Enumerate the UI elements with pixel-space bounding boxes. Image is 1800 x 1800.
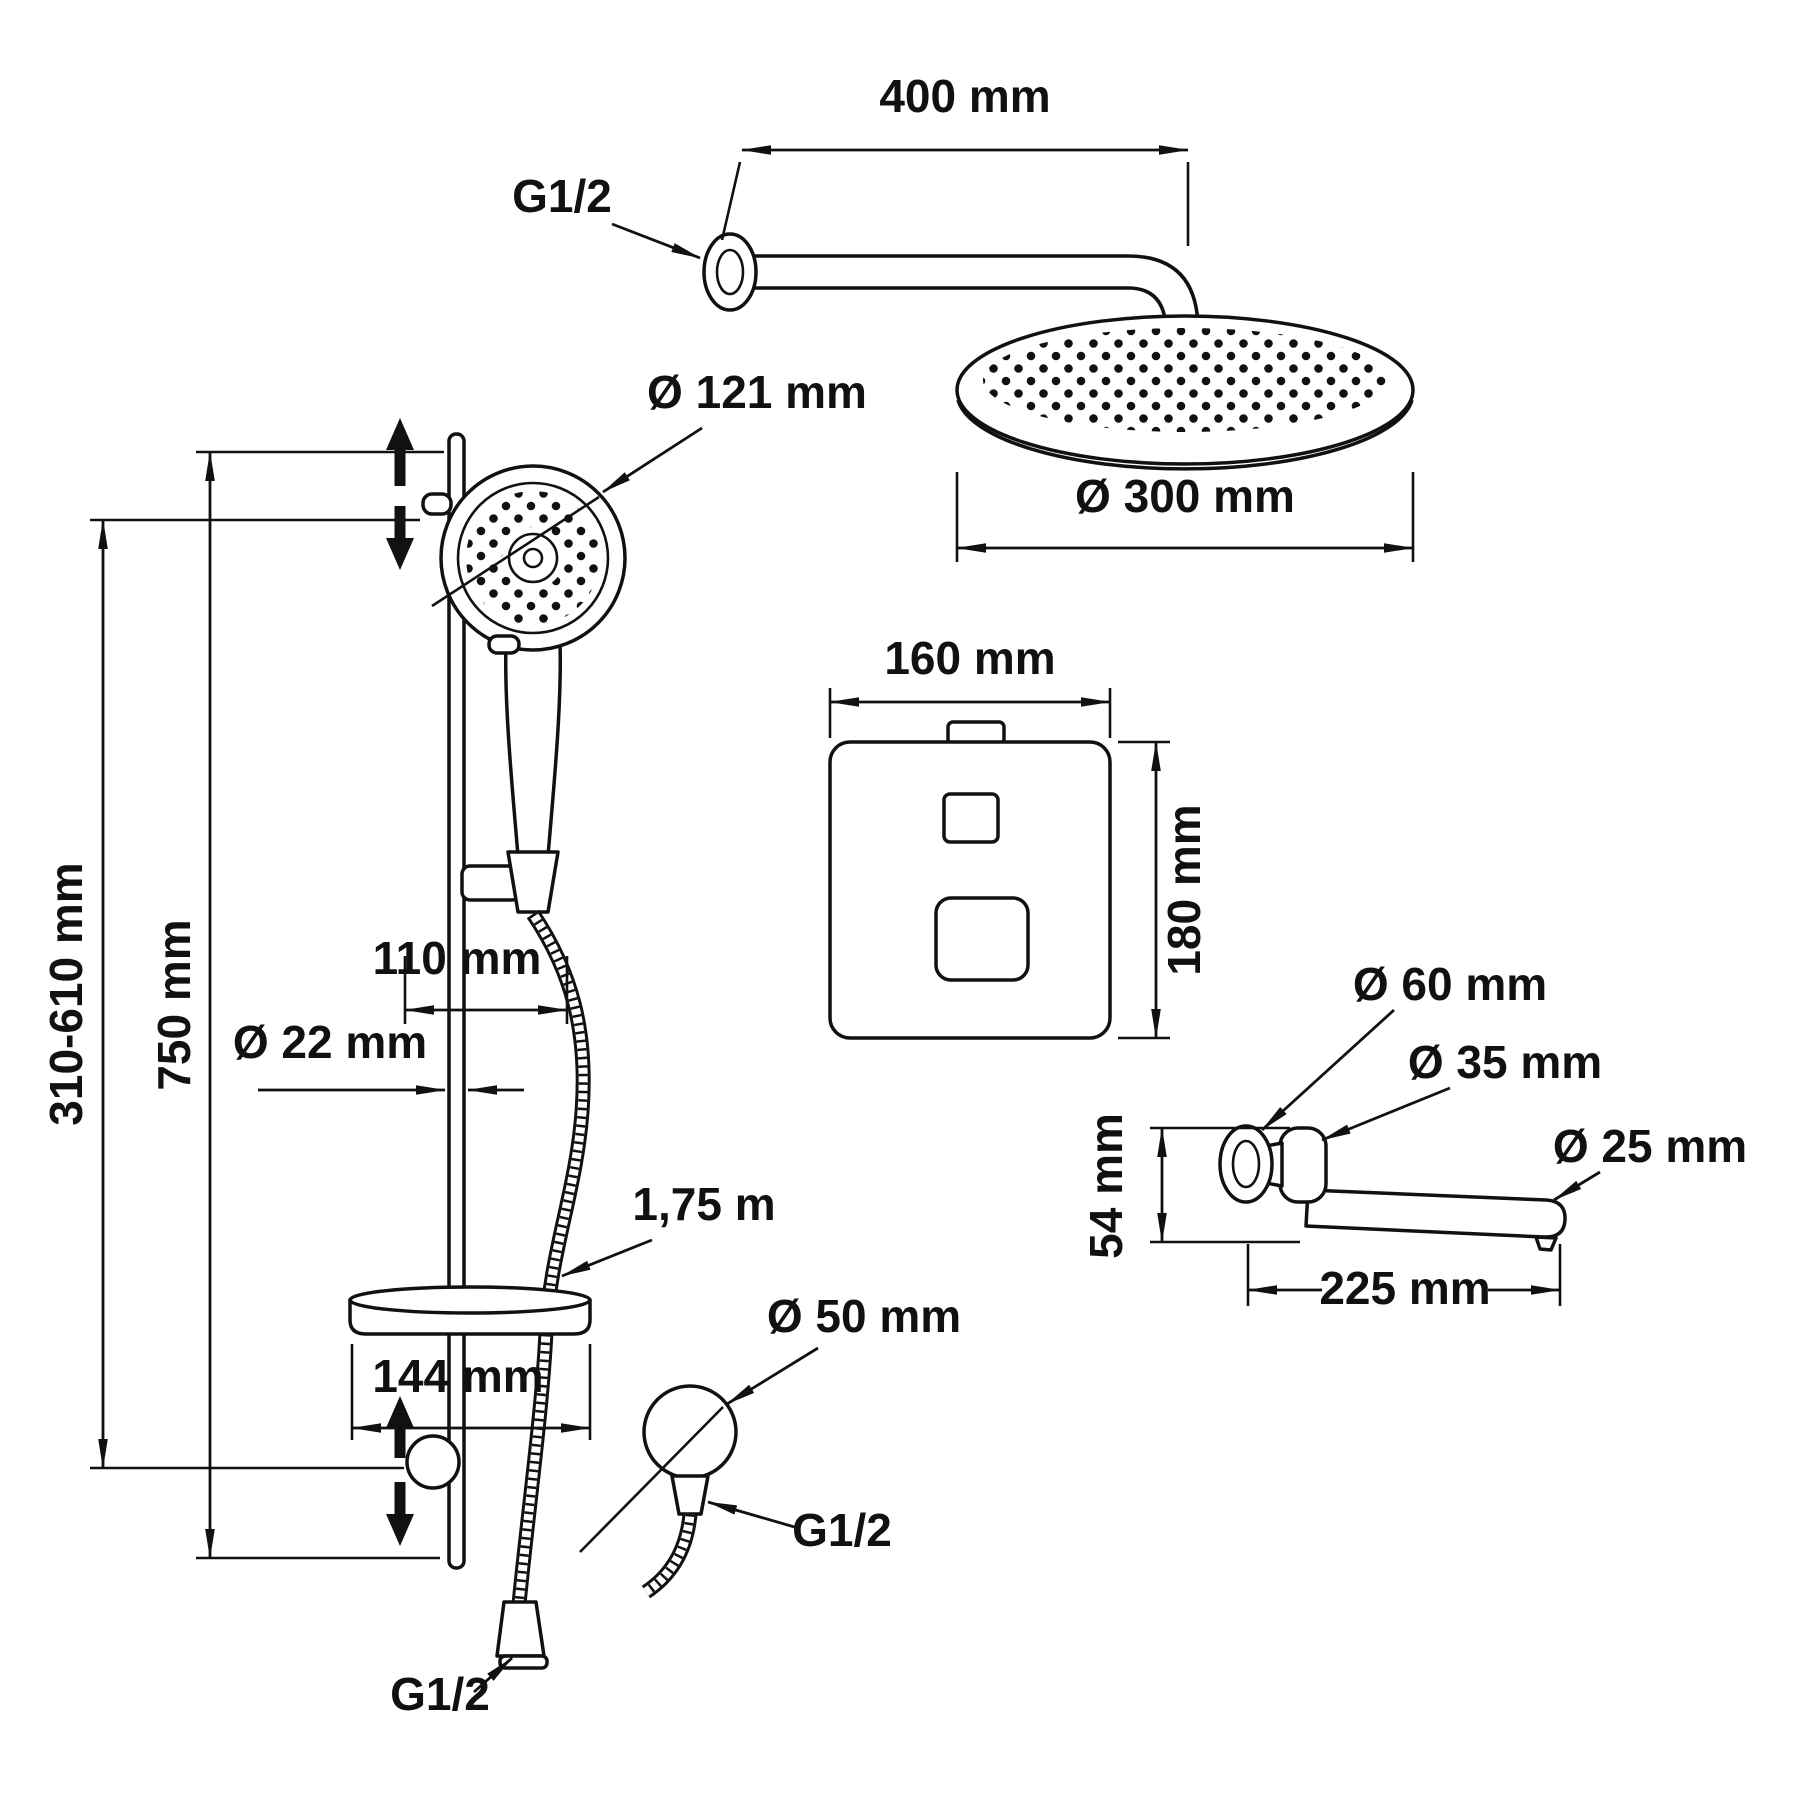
rail-bottom-knob — [405, 1434, 461, 1490]
shower-hose — [514, 911, 588, 1605]
holder-width-dimension: 110 mm — [373, 932, 542, 984]
mixer-plate-assembly: 160 mm 180 mm — [828, 632, 1210, 1040]
spout-tube-diameter-label: Ø 25 mm — [1553, 1120, 1747, 1172]
hose-thread-label: G1/2 — [390, 1668, 490, 1720]
bottom-adjust-arrow-icon — [386, 1396, 414, 1546]
overhead-shower-assembly: G1/2 400 mm Ø 300 mm — [512, 70, 1415, 562]
mixer-plate — [828, 740, 1112, 1040]
holder-cone — [506, 850, 560, 914]
wall-outlet-assembly: Ø 50 mm G1/2 — [579, 1290, 961, 1599]
arm-wall-flange — [702, 232, 758, 312]
outlet-hose — [643, 1513, 695, 1596]
mixer-display-window — [942, 792, 1000, 844]
rain-head-nozzles — [983, 328, 1387, 432]
head-diameter-dimension: Ø 300 mm — [1075, 470, 1295, 522]
hand-shower-dimensions: Ø 121 mm 110 mm Ø 22 mm 1,75 m 144 mm 75… — [40, 366, 867, 1720]
spout-joint — [1278, 1126, 1328, 1204]
outlet-diameter-label: Ø 50 mm — [767, 1290, 961, 1342]
mixer-height-dimension: 180 mm — [1158, 804, 1210, 975]
spout-tube — [1304, 1188, 1567, 1239]
mixer-width-dimension: 160 mm — [884, 632, 1055, 684]
rail-length-dimension: 750 mm — [148, 919, 200, 1090]
spout-tip — [1534, 1235, 1558, 1252]
spout-assembly: Ø 60 mm Ø 35 mm Ø 25 mm 54 mm 225 mm — [1080, 958, 1747, 1314]
outlet-thread-label: G1/2 — [792, 1504, 892, 1556]
arm-thread-label: G1/2 — [512, 170, 612, 222]
shelf-width-dimension: 144 mm — [372, 1350, 543, 1402]
spout-joint-diameter-label: Ø 35 mm — [1408, 1036, 1602, 1088]
wall-outlet-flange — [642, 1384, 738, 1480]
outlet-nut — [670, 1474, 710, 1516]
handshower-handle — [503, 640, 563, 858]
soap-shelf-rim — [348, 1285, 592, 1315]
slide-rail — [447, 432, 466, 1570]
spout-flange-diameter-label: Ø 60 mm — [1353, 958, 1547, 1010]
spout-wall-flange — [1218, 1124, 1274, 1204]
mode-switch-tab — [487, 634, 521, 655]
rail-top-knob — [421, 492, 453, 516]
arm-length-dimension: 400 mm — [879, 70, 1050, 122]
slider-range-dimension: 310-610 mm — [40, 862, 92, 1125]
hose-end-nut — [495, 1600, 546, 1658]
spout-height-dimension: 54 mm — [1080, 1113, 1132, 1259]
spout-length-dimension: 225 mm — [1319, 1262, 1490, 1314]
handshower-diameter-dimension: Ø 121 mm — [647, 366, 867, 418]
top-adjust-arrow-icon — [386, 418, 414, 570]
mixer-button — [934, 896, 1030, 982]
hose-length-label: 1,75 m — [632, 1178, 775, 1230]
rail-diameter-dimension: Ø 22 mm — [233, 1016, 427, 1068]
hand-shower-assembly — [348, 432, 627, 1670]
